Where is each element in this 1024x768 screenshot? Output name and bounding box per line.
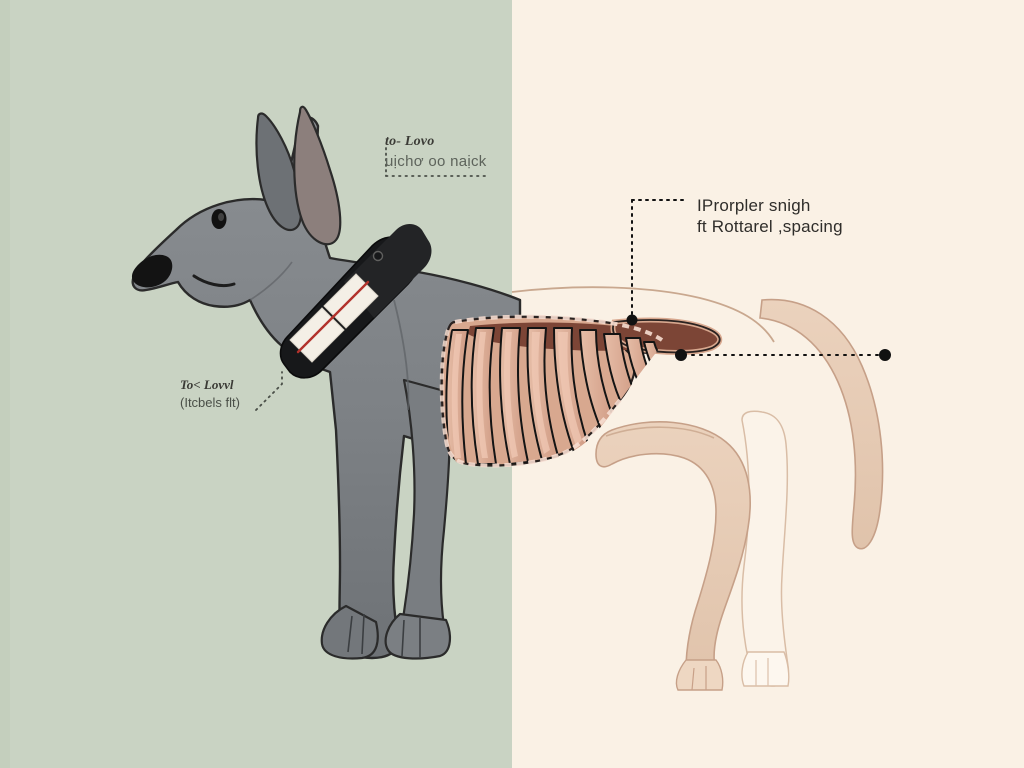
neck-label-line2: uịchơ oo naịck bbox=[385, 153, 487, 170]
dog-toe-lines-near bbox=[401, 618, 421, 658]
rib-label-line2: ft Rottarel ,spacing bbox=[697, 217, 843, 236]
ghost-rear-leg-near bbox=[595, 421, 751, 689]
finger-patch-2 bbox=[289, 307, 345, 363]
two-finger-gap-indicator bbox=[289, 273, 379, 363]
ghost-paw-far bbox=[741, 651, 790, 687]
annotation-loose-fit: To< Lovvl (Itcbels flt) bbox=[180, 377, 240, 410]
rib-highlights bbox=[451, 332, 582, 458]
ghost-tail bbox=[760, 299, 883, 549]
loose-label-line1: To< Lovvl bbox=[180, 377, 234, 392]
ghost-toe-lines-near bbox=[691, 666, 707, 691]
cavity-tail-outline bbox=[612, 319, 721, 354]
ghost-belly-contour bbox=[605, 426, 715, 439]
dog-nose bbox=[131, 254, 173, 288]
ghost-back-contour bbox=[511, 286, 775, 343]
dog-cheek-contour bbox=[249, 261, 293, 301]
finger-patch-1 bbox=[323, 273, 379, 329]
annotation-leaders bbox=[255, 147, 891, 411]
measure-dot-right bbox=[879, 349, 891, 361]
dog-body bbox=[131, 105, 522, 660]
leader-rib-endpoint-dot bbox=[626, 314, 638, 326]
ghost-hindquarters bbox=[511, 286, 884, 691]
dog-paw-near bbox=[384, 612, 452, 660]
ribs bbox=[445, 327, 665, 465]
ghost-toe-lines-far bbox=[755, 658, 769, 686]
collar-rivet bbox=[372, 250, 384, 262]
dog-ear-front bbox=[293, 105, 342, 246]
ghost-rear-leg-far bbox=[741, 410, 790, 687]
rib-label-line1: IProrpler snigh bbox=[697, 196, 811, 215]
dog-toe-lines bbox=[347, 613, 365, 655]
leader-loose bbox=[255, 371, 283, 411]
dog-shoulder-contour bbox=[393, 299, 410, 411]
annotation-rib-spacing: IProrpler snigh ft Rottarel ,spacing bbox=[697, 195, 843, 237]
left-edge-strip bbox=[0, 0, 10, 768]
ventral-border bbox=[444, 398, 622, 468]
dog-eye-highlight bbox=[218, 213, 225, 221]
neck-label-line1: to- Lovo bbox=[385, 134, 435, 149]
collar-group[interactable] bbox=[279, 224, 432, 379]
sternum-border bbox=[454, 314, 664, 342]
dog-mouth-line bbox=[192, 274, 236, 288]
annotation-neck-fit: to- Lovo uịchơ oo naịck bbox=[385, 134, 487, 170]
ghost-paw-near bbox=[675, 659, 724, 691]
finger-line-1 bbox=[330, 280, 370, 320]
ghost-tail-outline bbox=[759, 298, 884, 550]
measure-dot-left bbox=[675, 349, 687, 361]
finger-line-2 bbox=[296, 314, 336, 354]
rib-cage-group bbox=[439, 314, 723, 468]
loose-label-line2: (Itcbels flt) bbox=[180, 395, 240, 410]
